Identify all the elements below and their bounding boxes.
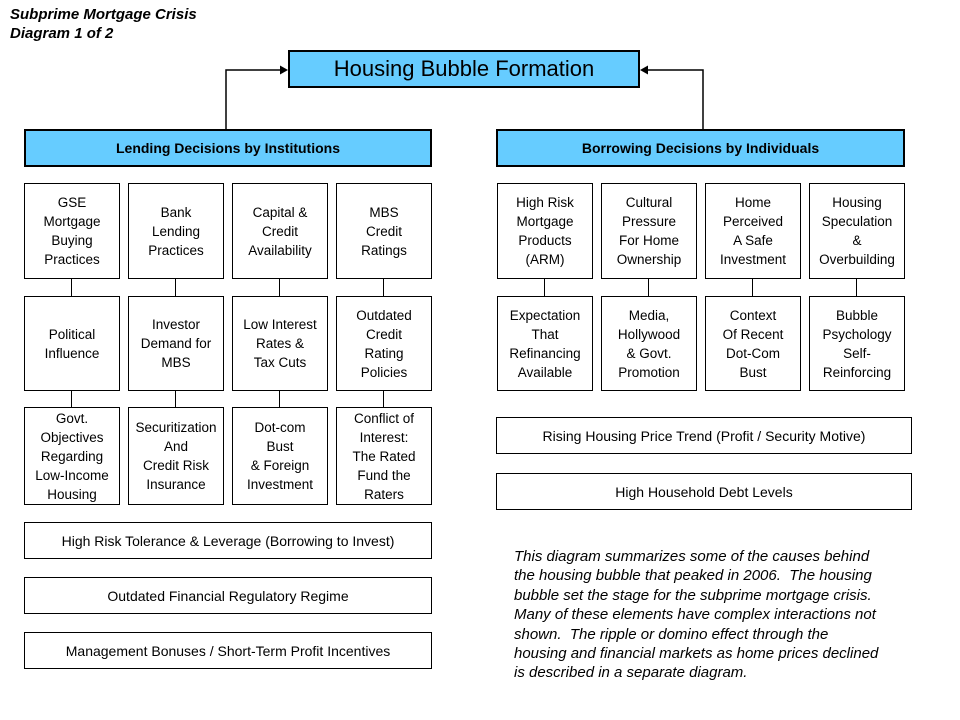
node-outdated-financial-regulatory-regime: Outdated Financial Regulatory Regime: [24, 577, 432, 614]
node-context-recent-dotcom-bust: Context Of Recent Dot-Com Bust: [705, 296, 801, 391]
group-header-lending-decisions: Lending Decisions by Institutions: [24, 129, 432, 167]
node-political-influence: Political Influence: [24, 296, 120, 391]
node-high-risk-mortgage-products-arm: High Risk Mortgage Products (ARM): [497, 183, 593, 279]
group-header-borrowing-decisions: Borrowing Decisions by Individuals: [496, 129, 905, 167]
node-low-interest-rates-tax-cuts: Low Interest Rates & Tax Cuts: [232, 296, 328, 391]
connector-line: [175, 279, 176, 296]
connector-borrowing-to-main: [646, 69, 704, 129]
node-management-bonuses-profit-incentives: Management Bonuses / Short-Term Profit I…: [24, 632, 432, 669]
page-title: Subprime Mortgage Crisis Diagram 1 of 2: [10, 6, 197, 42]
connector-line: [71, 279, 72, 296]
node-mbs-credit-ratings: MBS Credit Ratings: [336, 183, 432, 279]
node-rising-housing-price-trend: Rising Housing Price Trend (Profit / Sec…: [496, 417, 912, 454]
connector-line: [279, 279, 280, 296]
summary-note: This diagram summarizes some of the caus…: [514, 548, 879, 682]
node-media-hollywood-govt-promotion: Media, Hollywood & Govt. Promotion: [601, 296, 697, 391]
connector-line: [544, 279, 545, 296]
node-home-perceived-safe-investment: Home Perceived A Safe Investment: [705, 183, 801, 279]
node-cultural-pressure-home-ownership: Cultural Pressure For Home Ownership: [601, 183, 697, 279]
connector-line: [648, 279, 649, 296]
node-high-risk-tolerance-leverage: High Risk Tolerance & Leverage (Borrowin…: [24, 522, 432, 559]
arrowhead-left-icon: [640, 65, 648, 75]
connector-line: [175, 391, 176, 407]
node-bubble-psychology-self-reinforcing: Bubble Psychology Self- Reinforcing: [809, 296, 905, 391]
node-investor-demand-for-mbs: Investor Demand for MBS: [128, 296, 224, 391]
connector-line: [856, 279, 857, 296]
connector-line: [752, 279, 753, 296]
connector-line: [383, 279, 384, 296]
node-housing-speculation-overbuilding: Housing Speculation & Overbuilding: [809, 183, 905, 279]
node-dotcom-bust-foreign-investment: Dot-com Bust & Foreign Investment: [232, 407, 328, 505]
arrowhead-right-icon: [280, 65, 288, 75]
connector-lending-to-main: [225, 69, 282, 129]
connector-line: [383, 391, 384, 407]
node-outdated-credit-rating-policies: Outdated Credit Rating Policies: [336, 296, 432, 391]
connector-line: [71, 391, 72, 407]
node-conflict-of-interest-raters: Conflict of Interest: The Rated Fund the…: [336, 407, 432, 505]
node-capital-credit-availability: Capital & Credit Availability: [232, 183, 328, 279]
node-gse-mortgage-buying-practices: GSE Mortgage Buying Practices: [24, 183, 120, 279]
connector-line: [279, 391, 280, 407]
main-node-housing-bubble-formation: Housing Bubble Formation: [288, 50, 640, 88]
node-govt-objectives-low-income-housing: Govt. Objectives Regarding Low-Income Ho…: [24, 407, 120, 505]
node-securitization-credit-risk-insurance: Securitization And Credit Risk Insurance: [128, 407, 224, 505]
node-bank-lending-practices: Bank Lending Practices: [128, 183, 224, 279]
node-high-household-debt-levels: High Household Debt Levels: [496, 473, 912, 510]
node-expectation-refinancing-available: Expectation That Refinancing Available: [497, 296, 593, 391]
